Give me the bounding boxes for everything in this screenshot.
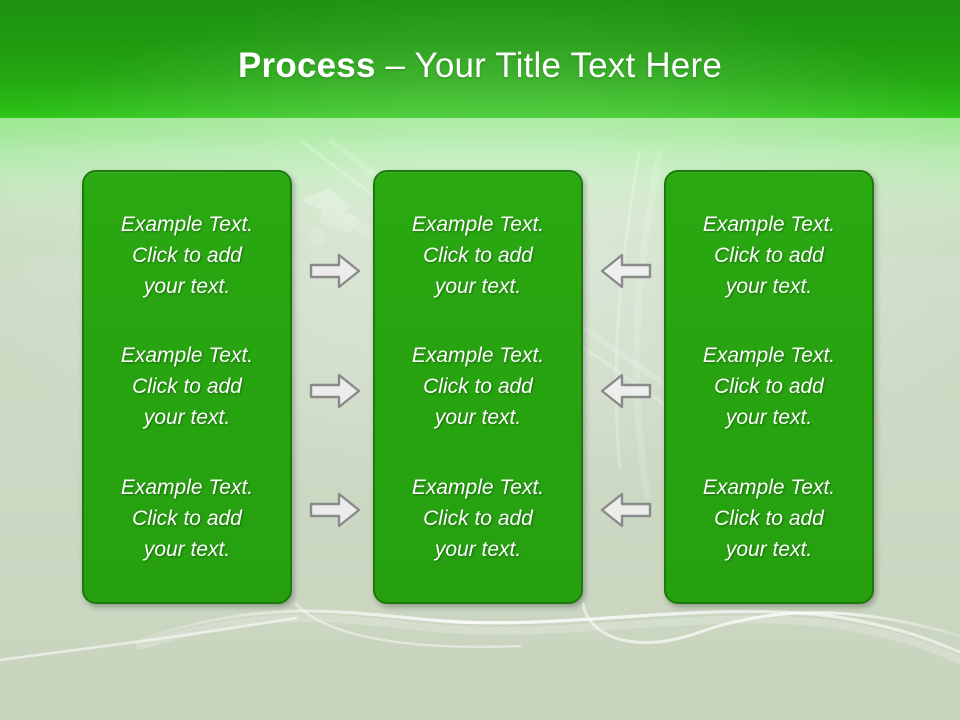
right-cell-2[interactable]: Example Text. Click to add your text. — [678, 336, 860, 437]
right-cell-2-line3: your text. — [725, 406, 813, 430]
middle-cell-1-line1: Example Text. — [411, 213, 545, 237]
right-cell-1-line3: your text. — [725, 275, 813, 299]
left-cell-1-line1: Example Text. — [120, 213, 254, 237]
left-column-box[interactable]: Example Text. Click to add your text. Ex… — [82, 170, 292, 604]
left-cell-3-line1: Example Text. — [120, 475, 254, 499]
arrow-right-row3[interactable] — [309, 491, 361, 529]
left-cell-1-line3: your text. — [143, 275, 231, 299]
middle-cell-3-line2: Click to add — [423, 506, 533, 530]
middle-cell-2-line1: Example Text. — [411, 344, 545, 368]
left-cell-2-line2: Click to add — [132, 375, 242, 399]
arrow-right-row1[interactable] — [309, 252, 361, 290]
right-cell-3[interactable]: Example Text. Click to add your text. — [678, 468, 860, 569]
right-column-box[interactable]: Example Text. Click to add your text. Ex… — [664, 170, 874, 604]
right-cell-2-line2: Click to add — [714, 375, 824, 399]
left-cell-2-line1: Example Text. — [120, 344, 254, 368]
right-cell-1-line1: Example Text. — [702, 213, 836, 237]
right-cell-2-line1: Example Text. — [702, 344, 836, 368]
arrow-left-row2[interactable] — [600, 372, 652, 410]
arrow-left-row1[interactable] — [600, 252, 652, 290]
left-cell-2[interactable]: Example Text. Click to add your text. — [96, 336, 278, 437]
middle-column-box[interactable]: Example Text. Click to add your text. Ex… — [373, 170, 583, 604]
left-cell-1[interactable]: Example Text. Click to add your text. — [96, 205, 278, 306]
right-cell-3-line2: Click to add — [714, 506, 824, 530]
right-cell-3-line3: your text. — [725, 537, 813, 561]
middle-cell-1[interactable]: Example Text. Click to add your text. — [387, 205, 569, 306]
middle-cell-3-line1: Example Text. — [411, 475, 545, 499]
middle-cell-2-line2: Click to add — [423, 375, 533, 399]
arrow-right-row2[interactable] — [309, 372, 361, 410]
middle-cell-3[interactable]: Example Text. Click to add your text. — [387, 468, 569, 569]
middle-cell-1-line2: Click to add — [423, 244, 533, 268]
left-cell-3-line3: your text. — [143, 537, 231, 561]
title-rest: – Your Title Text Here — [375, 46, 722, 85]
middle-cell-1-line3: your text. — [434, 275, 522, 299]
right-cell-1[interactable]: Example Text. Click to add your text. — [678, 205, 860, 306]
slide-title: Process – Your Title Text Here — [0, 44, 960, 88]
left-cell-3-line2: Click to add — [132, 506, 242, 530]
left-cell-2-line3: your text. — [143, 406, 231, 430]
arrow-left-row3[interactable] — [600, 491, 652, 529]
title-strong: Process — [238, 46, 376, 85]
left-cell-3[interactable]: Example Text. Click to add your text. — [96, 468, 278, 569]
middle-cell-3-line3: your text. — [434, 537, 522, 561]
right-cell-3-line1: Example Text. — [702, 475, 836, 499]
left-cell-1-line2: Click to add — [132, 244, 242, 268]
middle-cell-2-line3: your text. — [434, 406, 522, 430]
right-cell-1-line2: Click to add — [714, 244, 824, 268]
middle-cell-2[interactable]: Example Text. Click to add your text. — [387, 336, 569, 437]
